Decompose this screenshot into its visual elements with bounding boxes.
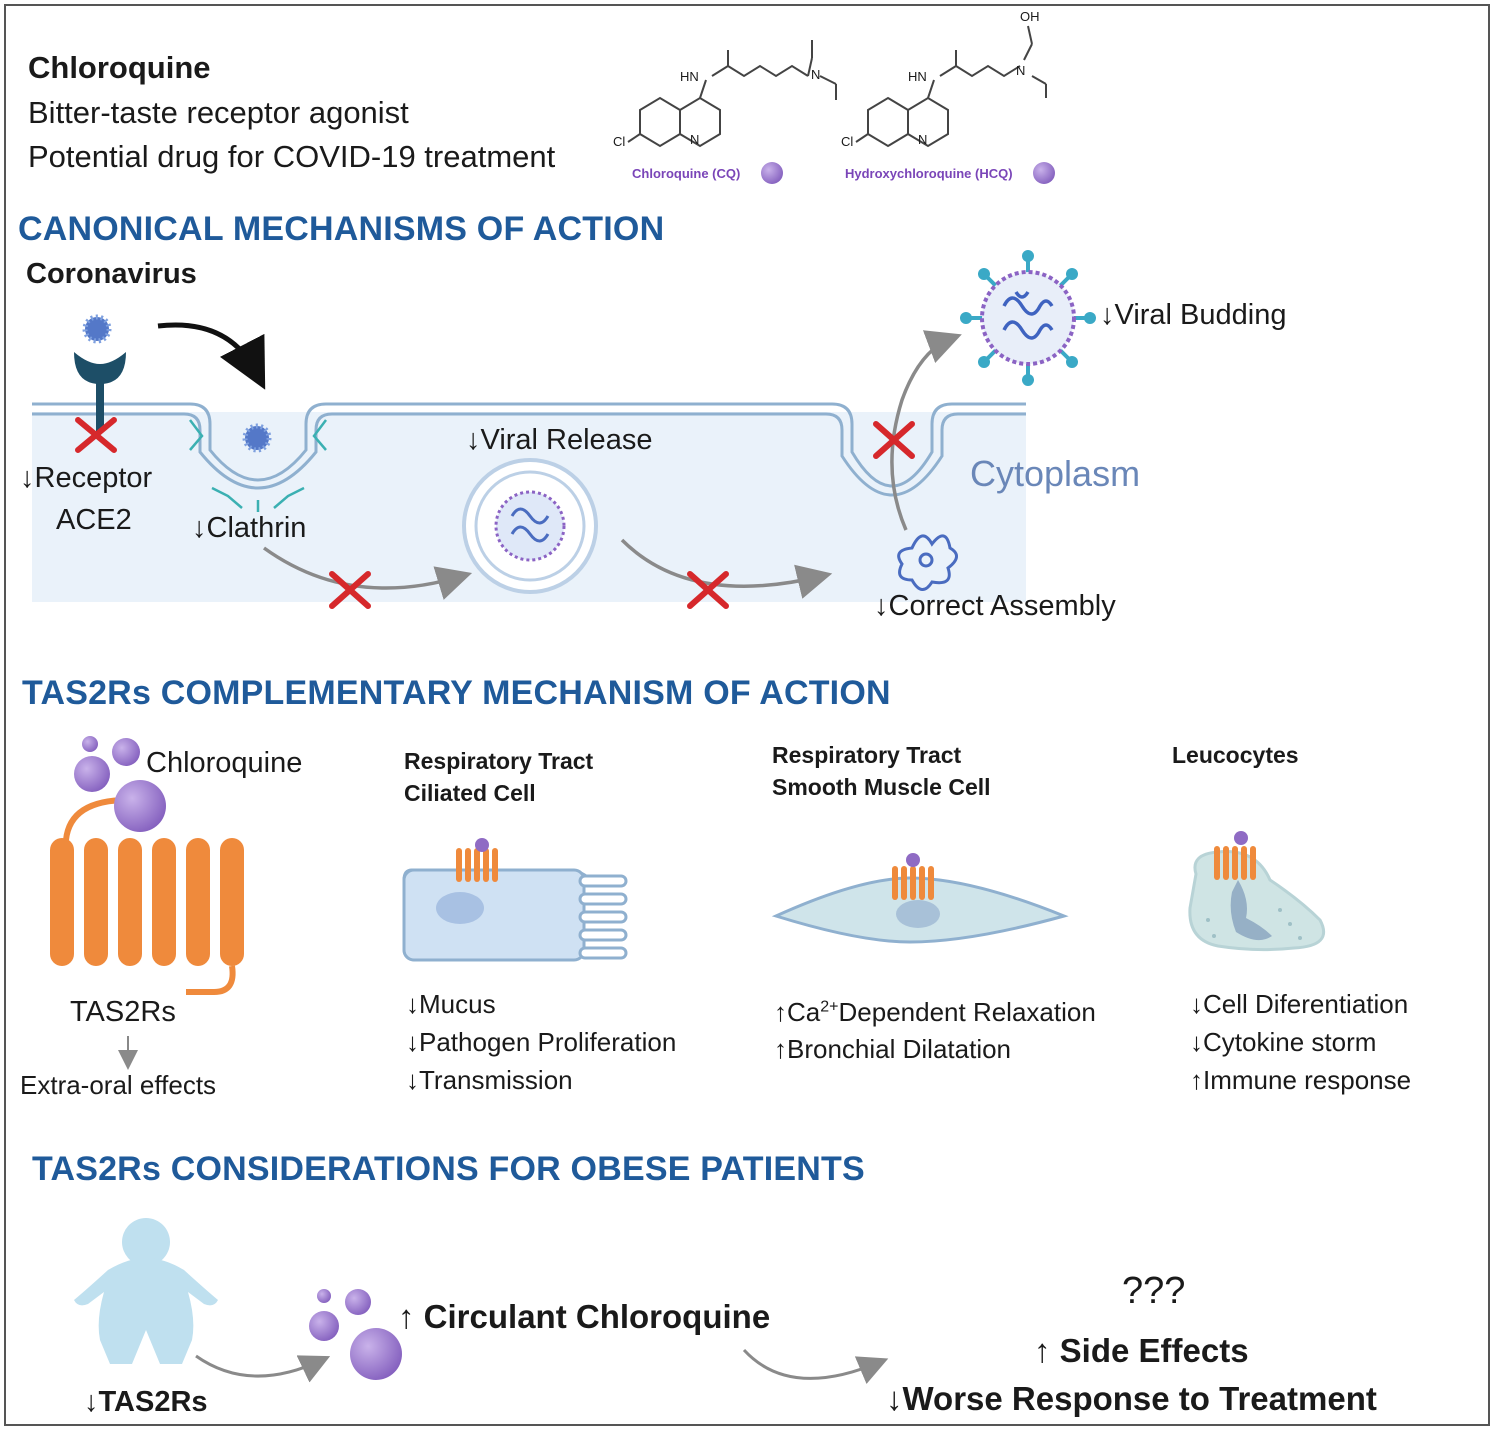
figure-frame [4, 4, 1490, 1426]
chloroquine-label: Chloroquine [146, 747, 303, 779]
drug-title: Chloroquine [28, 50, 211, 85]
circulant-chloroquine-label: ↑ Circulant Chloroquine [398, 1298, 771, 1335]
smooth-muscle-effects: ↑Ca2+Dependent Relaxation ↑Bronchial Dil… [774, 994, 1096, 1068]
hcq-label: Hydroxychloroquine (HCQ) [845, 166, 1013, 181]
effect-transmission: ↓Transmission [406, 1064, 573, 1095]
obese-arrows [195, 1348, 889, 1384]
smooth-muscle-cell-icon [771, 853, 1069, 944]
ciliated-title-line-1: Respiratory Tract [404, 748, 594, 774]
effect-ca-relaxation: ↑Ca2+Dependent Relaxation [774, 994, 1096, 1031]
worse-response-label: ↓Worse Response to Treatment [886, 1380, 1377, 1417]
ace2-receptor-icon [74, 352, 126, 432]
question-marks: ??? [1122, 1270, 1186, 1312]
cytoplasm-label: Cytoplasm [970, 453, 1141, 494]
entry-arrow [157, 322, 266, 390]
coronavirus-label: Coronavirus [26, 258, 197, 290]
virus-endocytosed-icon [242, 423, 272, 453]
cq-sphere-icon [761, 162, 783, 184]
ace2-label: ACE2 [56, 504, 132, 536]
leucocyte-icon [1188, 831, 1326, 952]
ca-prefix: ↑Ca [774, 997, 821, 1027]
tas2rs-receptor-label: TAS2Rs [70, 996, 176, 1028]
obese-person-icon [74, 1218, 218, 1364]
hcq-hn-label: HN [908, 69, 927, 84]
circulant-chloroquine-icon [309, 1289, 402, 1380]
ciliated-effects: ↓Mucus ↓Pathogen Proliferation ↓Transmis… [406, 986, 676, 1100]
cq-ring-n-label: N [690, 132, 700, 147]
ciliated-cell-icon [402, 838, 628, 962]
cq-n-label: N [811, 67, 821, 82]
smooth-muscle-title: Respiratory Tract Smooth Muscle Cell [772, 740, 991, 803]
hcq-sphere-icon [1033, 162, 1055, 184]
correct-assembly-label: ↓Correct Assembly [874, 590, 1116, 622]
hcq-n-label: N [1016, 63, 1026, 78]
assembly-icon [897, 534, 958, 591]
obese-heading: TAS2Rs CONSIDERATIONS FOR OBESE PATIENTS [32, 1150, 865, 1188]
effect-cell-differentiation: ↓Cell Diferentiation [1190, 989, 1409, 1019]
ca-superscript: 2+ [820, 998, 839, 1016]
cell-membrane [32, 402, 1026, 497]
clathrin-label: ↓Clathrin [192, 512, 307, 544]
viral-release-label: ↓Viral Release [466, 424, 653, 456]
chloroquine-molecules-icon [74, 736, 166, 832]
ca-suffix: Dependent Relaxation [838, 997, 1096, 1027]
smooth-title-line-1: Respiratory Tract [772, 742, 962, 768]
side-effects-label: ↑ Side Effects [1034, 1332, 1249, 1369]
effect-immune-response: ↑Immune response [1190, 1064, 1412, 1095]
endosome-icon [462, 458, 598, 594]
chloroquine-structure [627, 40, 837, 148]
cq-cl-label: Cl [613, 134, 626, 149]
tas2rs-heading: TAS2Rs COMPLEMENTARY MECHANISM OF ACTION [22, 674, 891, 712]
drug-subtitle-2: Potential drug for COVID-19 treatment [28, 139, 556, 174]
ciliated-title-line-2: Ciliated Cell [404, 779, 536, 806]
ciliated-cell-title: Respiratory Tract Ciliated Cell [404, 746, 593, 809]
effect-cytokine-storm: ↓Cytokine storm [1190, 1026, 1377, 1057]
smooth-title-line-2: Smooth Muscle Cell [772, 773, 991, 800]
tas2r-receptor-icon [50, 797, 244, 995]
leucocyte-effects: ↓Cell Diferentiation ↓Cytokine storm ↑Im… [1190, 986, 1411, 1100]
hcq-oh-label: OH [1020, 9, 1040, 24]
cq-label: Chloroquine (CQ) [632, 166, 741, 181]
hydroxychloroquine-structure [855, 25, 1047, 148]
budding-virus-icon [960, 250, 1096, 386]
hcq-ring-n-label: N [918, 132, 928, 147]
effect-mucus: ↓Mucus [406, 989, 496, 1019]
obese-tas2rs-label: ↓TAS2Rs [84, 1386, 208, 1418]
leucocytes-title: Leucocytes [1172, 742, 1299, 768]
virus-small-icon [82, 314, 112, 344]
canonical-heading: CANONICAL MECHANISMS OF ACTION [18, 210, 665, 248]
receptor-label: ↓Receptor [20, 462, 153, 494]
viral-budding-label: ↓Viral Budding [1100, 299, 1287, 331]
cq-hn-label: HN [680, 69, 699, 84]
hcq-cl-label: Cl [841, 134, 854, 149]
effect-bronchial-dilatation: ↑Bronchial Dilatation [774, 1033, 1012, 1064]
effect-pathogen-proliferation: ↓Pathogen Proliferation [406, 1026, 677, 1057]
extra-oral-label: Extra-oral effects [20, 1070, 217, 1100]
clathrin-coat [189, 419, 327, 512]
inhibition-x-marks [75, 417, 915, 609]
drug-subtitle-1: Bitter-taste receptor agonist [28, 95, 409, 130]
